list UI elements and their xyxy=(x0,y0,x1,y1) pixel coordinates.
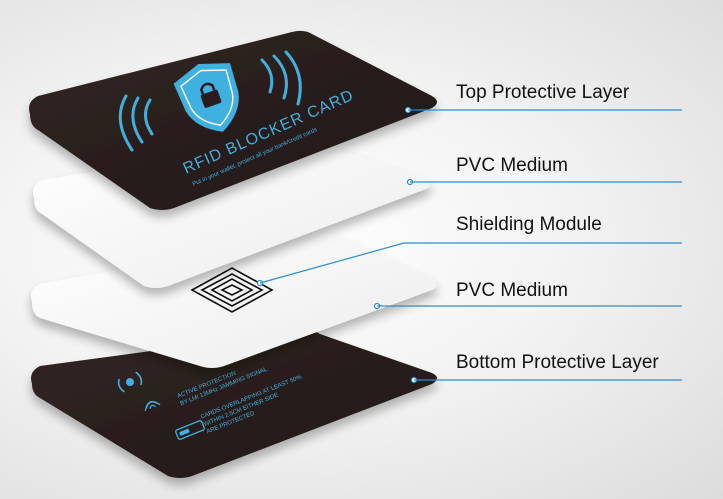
label-pvc-medium-lower: PVC Medium xyxy=(456,280,568,302)
label-shielding-module: Shielding Module xyxy=(456,214,602,236)
label-top-protective-layer: Top Protective Layer xyxy=(456,82,629,104)
leader-pvc-lower xyxy=(375,304,683,309)
leader-pvc-upper xyxy=(408,180,683,185)
label-bottom-protective-layer: Bottom Protective Layer xyxy=(456,352,659,374)
leader-top xyxy=(406,108,683,113)
leader-bottom xyxy=(412,378,683,383)
label-pvc-medium-upper: PVC Medium xyxy=(456,155,568,177)
